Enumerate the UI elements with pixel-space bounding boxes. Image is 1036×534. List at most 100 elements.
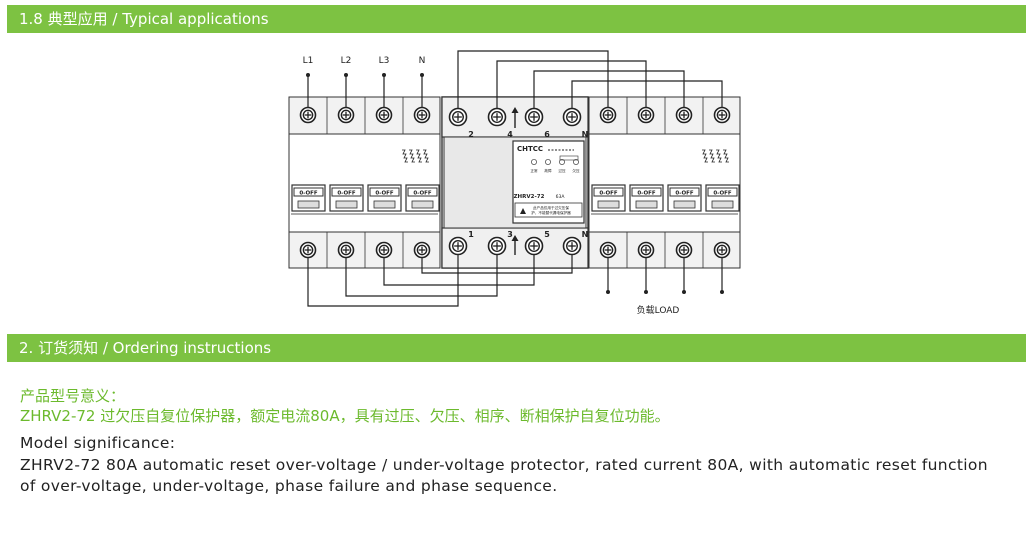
left-breaker-mark-0 <box>402 149 408 163</box>
left-breaker-switch-handle-1 <box>297 200 320 209</box>
wire-left-to-protector-4 <box>421 254 573 274</box>
indicator-led-2 <box>545 158 552 165</box>
protector-bottom-screw-1-inner <box>452 240 464 252</box>
left-breaker-switch-window-1 <box>293 187 324 197</box>
load-dot-4 <box>720 290 724 294</box>
protector-top-screw-2-inner <box>491 111 503 123</box>
indicator-label-1: 正常 <box>530 168 538 173</box>
left-breaker-bottom-screw-4-inner <box>416 244 428 256</box>
wire-protector-to-right-1 <box>457 50 609 109</box>
right-breaker-top-screw-4-inner <box>716 109 728 121</box>
right-breaker-bottom-screw-4-inner <box>716 244 728 256</box>
right-breaker-switch-window-1 <box>593 187 624 197</box>
left-breaker-mark-3 <box>423 149 429 163</box>
warning-triangle-icon <box>520 208 526 214</box>
indicator-led-3 <box>559 158 566 165</box>
left-breaker-top-screw-4-inner <box>416 109 428 121</box>
protector-top-screw-3-inner <box>528 111 540 123</box>
right-breaker-switch-label-3: 0-OFF <box>675 191 694 197</box>
protector-brand: CHTCC <box>517 145 543 153</box>
protector-warning-line1: 此产品仅用于过欠压保 <box>533 205 569 210</box>
protector-bottom-num-4: N <box>582 230 589 239</box>
wire-left-to-protector-2 <box>345 254 498 297</box>
protector-top-num-4: N <box>582 130 589 139</box>
wiring-diagram: 0-OFF 0-OFF 0-OFF 0-OFF 0-OFF 0-OFF 0-OFF 0-OFF… <box>288 50 741 316</box>
model-description-en-line1: ZHRV2-72 80A automatic reset over-voltag… <box>20 456 988 474</box>
indicator-label-2: 故障 <box>544 168 552 173</box>
protector-bottom-screw-4-inner <box>566 240 578 252</box>
right-breaker-switch-handle-4 <box>711 200 734 209</box>
left-breaker-top-screw-2-inner <box>340 109 352 121</box>
indicator-led-4 <box>573 158 580 165</box>
left-breaker-bottom-screw-3-inner <box>378 244 390 256</box>
left-breaker-switch-handle-4 <box>411 200 434 209</box>
right-breaker-switch-window-3 <box>669 187 700 197</box>
left-breaker-top-screw-3-inner <box>378 109 390 121</box>
right-breaker-mark-0 <box>702 149 708 163</box>
right-breaker-top-screw-1-inner <box>602 109 614 121</box>
right-breaker-switch-label-1: 0-OFF <box>599 191 618 197</box>
left-breaker-mark-2 <box>416 149 422 163</box>
protector-warning-box <box>514 202 583 218</box>
protector-warning-line2: 护，不能替代漏电保护器 <box>531 210 571 215</box>
wire-protector-to-right-3 <box>533 70 685 109</box>
protector-top-screw-1-inner <box>452 111 464 123</box>
section-header-ordering-instructions: 2. 订货须知 / Ordering instructions <box>7 334 1026 362</box>
left-breaker-switch-label-4: 0-OFF <box>413 191 432 197</box>
wire-protector-to-right-2 <box>496 60 647 109</box>
model-description-cn: ZHRV2-72 过欠压自复位保护器，额定电流80A，具有过压、欠压、相序、断相… <box>20 407 670 425</box>
load-dot-3 <box>682 290 686 294</box>
protector-bottom-screw-3-inner <box>528 240 540 252</box>
section-header-typical-applications: 1.8 典型应用 / Typical applications <box>7 5 1026 33</box>
line-label-l1: L1 <box>303 56 314 66</box>
wire-left-to-protector-1 <box>307 254 459 307</box>
right-breaker-switch-handle-3 <box>673 200 696 209</box>
arrow-up-icon-0 <box>511 107 519 113</box>
protector-bottom-screw-2-inner <box>491 240 503 252</box>
left-breaker-switch-handle-3 <box>373 200 396 209</box>
protector-top-screw-4-inner <box>566 111 578 123</box>
right-breaker-switch-label-4: 0-OFF <box>713 191 732 197</box>
right-breaker-bottom-screw-2-inner <box>640 244 652 256</box>
left-breaker-top-screw-1-inner <box>302 109 314 121</box>
right-breaker-mark-3 <box>723 149 729 163</box>
wire-left-to-protector-3 <box>383 254 535 286</box>
left-breaker-bottom-screw-1-inner <box>302 244 314 256</box>
left-breaker-bottom-screw-2-inner <box>340 244 352 256</box>
left-breaker-switch-window-3 <box>369 187 400 197</box>
wire-protector-to-right-4 <box>571 80 723 109</box>
protector-rating: 63A <box>556 194 566 200</box>
line-label-l2: L2 <box>341 56 352 66</box>
right-breaker-bottom-screw-1-inner <box>602 244 614 256</box>
protector-bottom-num-3: 5 <box>544 230 550 239</box>
right-breaker-switch-window-2 <box>631 187 662 197</box>
left-breaker-switch-label-3: 0-OFF <box>375 191 394 197</box>
right-breaker-bottom-screw-3-inner <box>678 244 690 256</box>
protector-bottom-num-1: 1 <box>468 230 474 239</box>
load-label: 负载LOAD <box>637 304 680 316</box>
right-breaker-top-screw-3-inner <box>678 109 690 121</box>
line-label-n: N <box>419 56 426 66</box>
right-breaker-switch-handle-1 <box>597 200 620 209</box>
model-heading-cn: 产品型号意义： <box>20 387 126 405</box>
left-breaker-switch-label-1: 0-OFF <box>299 191 318 197</box>
load-dot-2 <box>644 290 648 294</box>
left-breaker-switch-label-2: 0-OFF <box>337 191 356 197</box>
protector-top-num-3: 6 <box>544 130 550 139</box>
right-breaker-switch-label-2: 0-OFF <box>637 191 656 197</box>
right-breaker-switch-handle-2 <box>635 200 658 209</box>
load-dot-1 <box>606 290 610 294</box>
model-heading-en: Model significance: <box>20 434 176 452</box>
protector-top-num-2: 4 <box>507 130 513 139</box>
protector-bottom-num-2: 3 <box>507 230 513 239</box>
protector-model: ZHRV2-72 <box>514 194 545 200</box>
protector-dip <box>559 155 579 161</box>
left-breaker-mid-section <box>288 133 441 233</box>
line-label-l3: L3 <box>379 56 390 66</box>
right-breaker-mark-1 <box>709 149 715 163</box>
right-breaker-switch-window-4 <box>707 187 738 197</box>
protector-top-num-1: 2 <box>468 130 474 139</box>
indicator-label-3: 过压 <box>558 168 566 173</box>
left-breaker-mark-1 <box>409 149 415 163</box>
model-description-en-line2: of over-voltage, under-voltage, phase fa… <box>20 477 558 495</box>
